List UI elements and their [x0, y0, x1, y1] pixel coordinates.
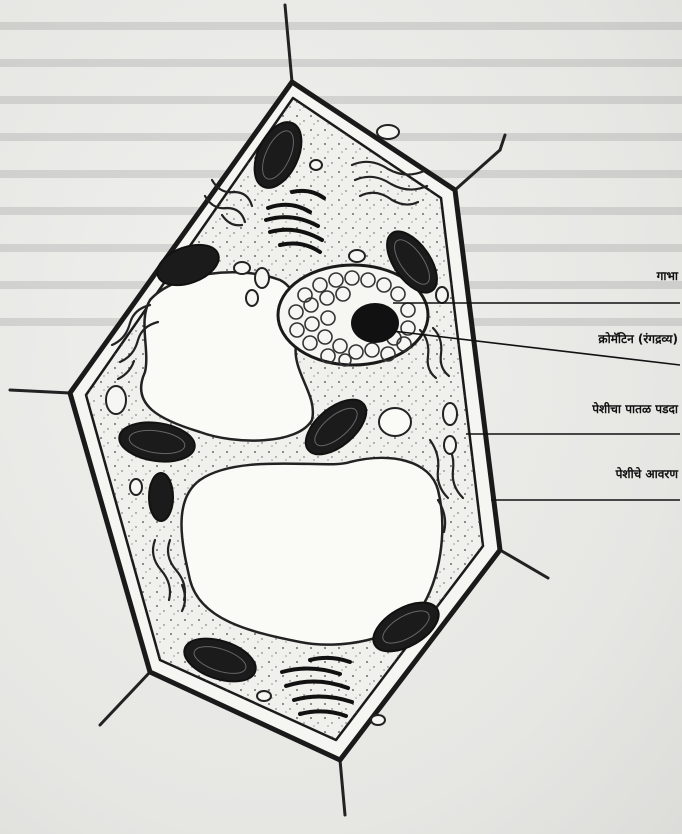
label-cell-membrane: पेशीचा पातळ पडदा — [592, 401, 678, 417]
chloroplast — [149, 473, 173, 521]
small-vacuole — [379, 408, 411, 436]
nucleolus — [351, 303, 399, 343]
label-cell-wall: पेशीचे आवरण — [616, 466, 678, 482]
label-nucleus: गाभा — [657, 268, 678, 284]
label-chromatin: क्रोमॅटिन (रंगद्रव्य) — [598, 331, 678, 347]
